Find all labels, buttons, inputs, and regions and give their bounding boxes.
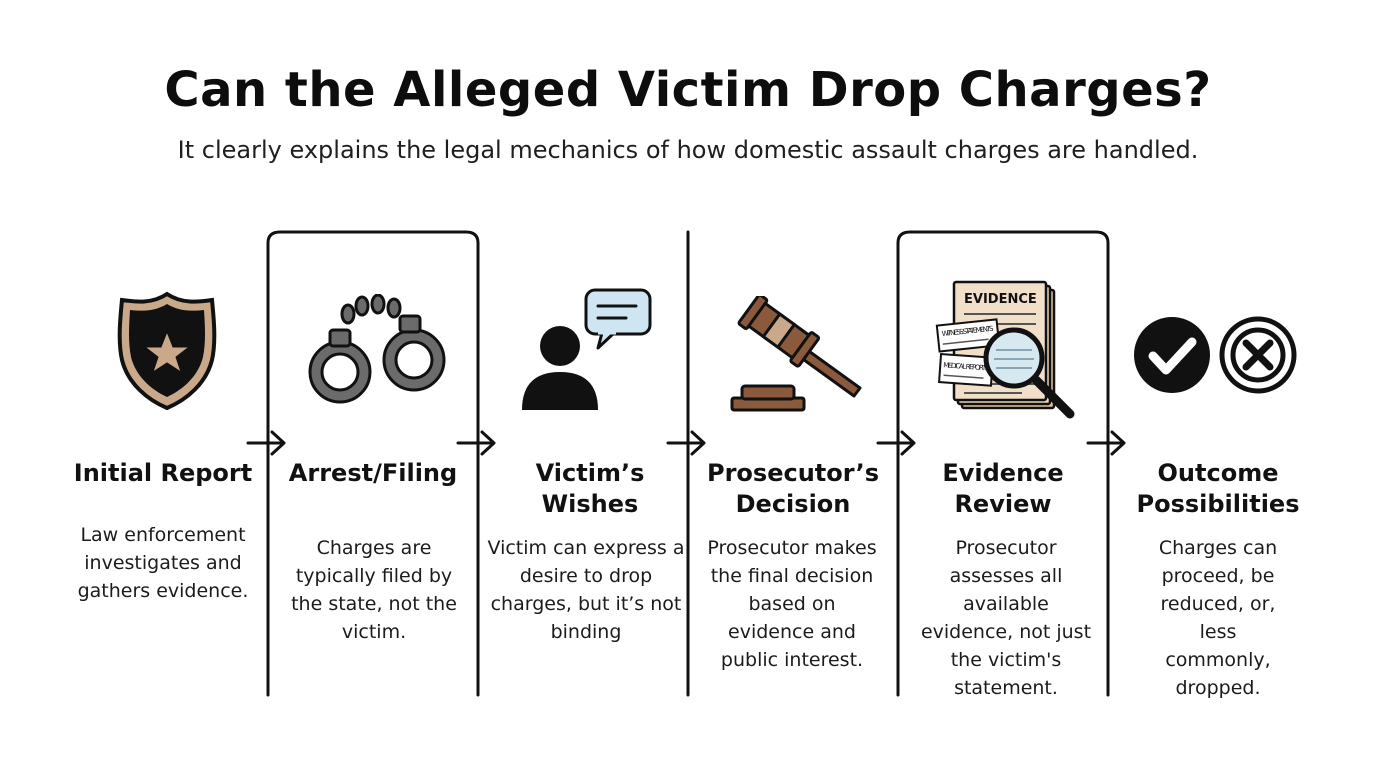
police-badge-icon [117, 291, 217, 411]
check-and-x-icon [1134, 316, 1297, 394]
step-desc-outcome-possibilities: Charges can proceed, be reduced, or, les… [1158, 537, 1278, 699]
step-title-victims-wishes: Victim’s Wishes [535, 459, 645, 518]
step-desc-initial-report: Law enforcement investigates and gathers… [77, 524, 249, 602]
medical-reports-doc-label: MEDICAL REPORTS [943, 361, 990, 372]
page-subtitle: It clearly explains the legal mechanics … [177, 136, 1199, 164]
step-title-evidence-review: Evidence Review [942, 459, 1064, 518]
step-desc-prosecutors-decision: Prosecutor makes the final decision base… [707, 537, 877, 671]
box-outline-evidence-review [896, 230, 1110, 697]
step-title-prosecutors-decision: Prosecutor’s Decision [707, 459, 879, 518]
evidence-documents-magnifier-icon: EVIDENCE WITNESS STATEMENTS MEDICAL REPO… [935, 280, 1075, 419]
arrow-1 [246, 430, 286, 456]
person-speech-bubble-icon [522, 288, 652, 410]
step-title-outcome-possibilities: Outcome Possibilities [1136, 459, 1300, 518]
gavel-icon [730, 296, 862, 412]
step-desc-victims-wishes: Victim can express a desire to drop char… [487, 537, 685, 643]
arrow-5 [1086, 430, 1126, 456]
arrow-4 [876, 430, 916, 456]
step-title-arrest-filing: Arrest/Filing [288, 459, 458, 487]
step-desc-arrest-filing: Charges are typically filed by the state… [291, 537, 457, 643]
page-title: Can the Alleged Victim Drop Charges? [164, 62, 1212, 118]
arrow-3 [666, 430, 706, 456]
step-desc-evidence-review: Prosecutor assesses all available eviden… [920, 537, 1092, 699]
arrow-2 [456, 430, 496, 456]
step-title-initial-report: Initial Report [73, 459, 253, 487]
evidence-doc-label: EVIDENCE [964, 292, 1037, 307]
box-outline-arrest-filing [266, 230, 480, 697]
handcuffs-icon [308, 294, 446, 404]
